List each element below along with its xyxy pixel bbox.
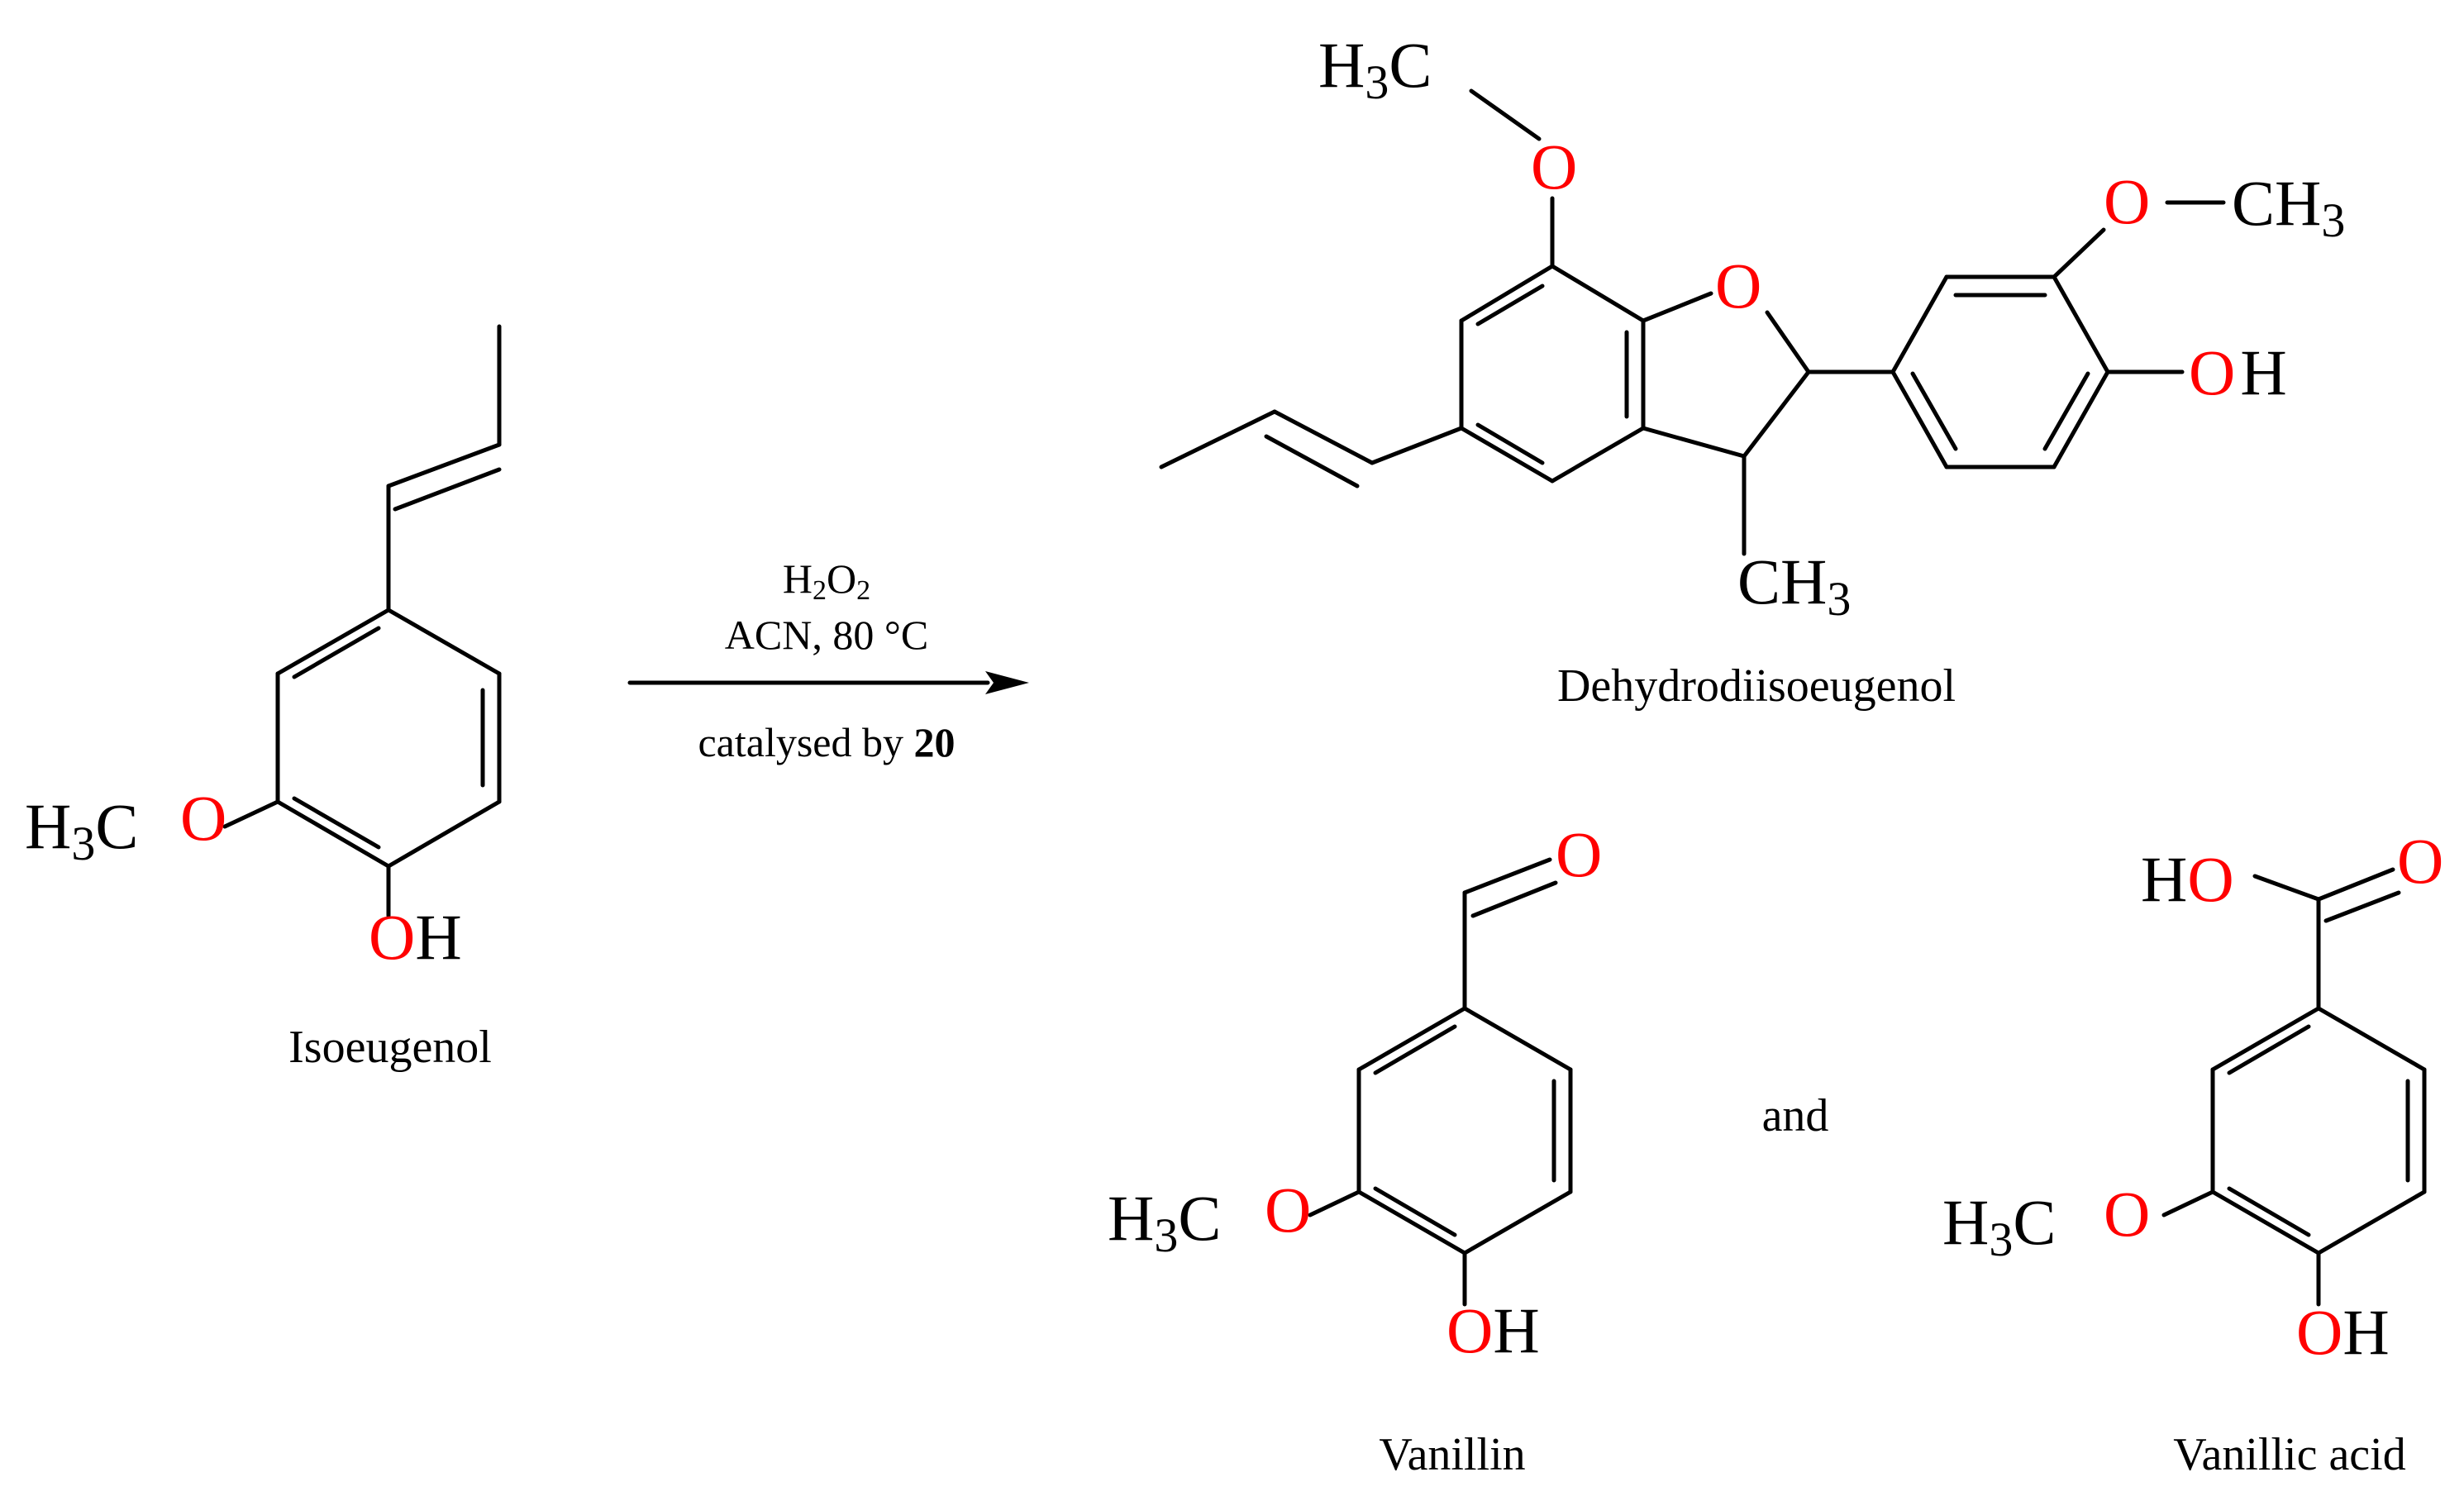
vanillic-acid-structure: HO O H3C O OH Vanillic acid <box>1942 825 2443 1480</box>
ddie-ether2-oxygen: O <box>2104 165 2150 237</box>
vanillic-acid-carbonyl-oxygen: O <box>2397 825 2443 897</box>
ddie-ring-oxygen: O <box>1715 250 1761 322</box>
vanillic-acid-ether-oxygen: O <box>2104 1178 2150 1250</box>
ddie-methoxy1-carbon: H3C <box>1318 29 1432 109</box>
ddie-methyl2: CH3 <box>2232 167 2345 247</box>
vanillin-hydroxyl: OH <box>1446 1294 1540 1366</box>
vanillin-ether-oxygen: O <box>1265 1174 1311 1246</box>
vanillic-acid-methoxy-carbon: H3C <box>1942 1186 2056 1266</box>
isoeugenol-structure: H3C O OH Isoeugenol <box>25 324 502 1073</box>
vanillin-name: Vanillin <box>1379 1429 1525 1480</box>
vanillin-methoxy-carbon: H3C <box>1108 1182 1221 1262</box>
vanillin-structure: O H3C O OH Vanillin <box>1108 818 1602 1480</box>
arrow-head <box>985 671 1029 694</box>
isoeugenol-name: Isoeugenol <box>288 1022 492 1073</box>
vanillic-acid-bonds <box>2161 867 2427 1307</box>
isoeugenol-hydroxyl: OH <box>369 901 462 973</box>
catalyst-label: catalysed by 20 <box>698 719 955 765</box>
isoeugenol-methoxy-carbon: H3C <box>25 790 138 870</box>
isoeugenol-bonds <box>222 324 502 918</box>
dehydrodiisoeugenol-name: Dehydrodiisoeugenol <box>1557 660 1956 712</box>
vanillic-acid-name: Vanillic acid <box>2173 1429 2405 1480</box>
reaction-conditions: ACN, 80 °C <box>725 612 928 658</box>
conjunction-and: and <box>1762 1090 1829 1141</box>
ddie-ether1-oxygen: O <box>1531 131 1577 203</box>
vanillic-acid-hydroxyl-acid: HO <box>2141 843 2234 915</box>
reagent-h2o2: H2O2 <box>783 555 870 606</box>
dehydrodiisoeugenol-structure: H3C O O O CH3 OH CH3 Dehydrodiisoeugenol <box>1159 29 2345 712</box>
isoeugenol-ether-oxygen: O <box>180 782 226 854</box>
vanillic-acid-hydroxyl: OH <box>2296 1296 2390 1368</box>
ddie-methyl3: CH3 <box>1737 546 1851 626</box>
ddie-hydroxyl: OH <box>2189 336 2287 408</box>
dehydrodiisoeugenol-bonds <box>1159 88 2226 556</box>
reaction-arrow: H2O2 ACN, 80 °C catalysed by 20 <box>627 555 1029 765</box>
vanillin-bonds <box>1308 857 1573 1307</box>
vanillin-carbonyl-oxygen: O <box>1556 818 1602 890</box>
